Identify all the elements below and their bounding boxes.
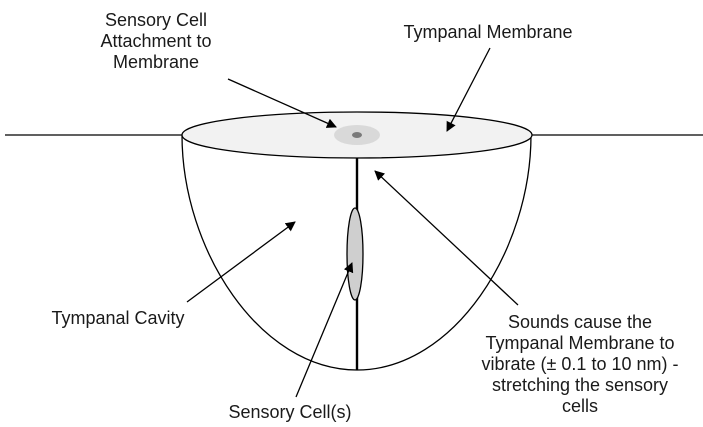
label-tympanal-membrane: Tympanal Membrane [378, 22, 598, 43]
label-sound-vibration: Sounds cause the Tympanal Membrane to vi… [460, 312, 700, 417]
label-line: vibrate (± 0.1 to 10 nm) - [460, 354, 700, 375]
label-line: Tympanal Membrane to [460, 333, 700, 354]
label-sensory-cells: Sensory Cell(s) [190, 402, 390, 423]
label-sensory-cell-attachment: Sensory Cell Attachment to Membrane [56, 10, 256, 73]
label-line: Attachment to [56, 31, 256, 52]
attachment-dot [352, 132, 362, 138]
label-line: Sensory Cell [56, 10, 256, 31]
label-line: stretching the sensory [460, 375, 700, 396]
label-line: cells [460, 396, 700, 417]
label-line: Sounds cause the [460, 312, 700, 333]
label-line: Membrane [56, 52, 256, 73]
sensory-cell [347, 208, 363, 300]
label-tympanal-cavity: Tympanal Cavity [28, 308, 208, 329]
